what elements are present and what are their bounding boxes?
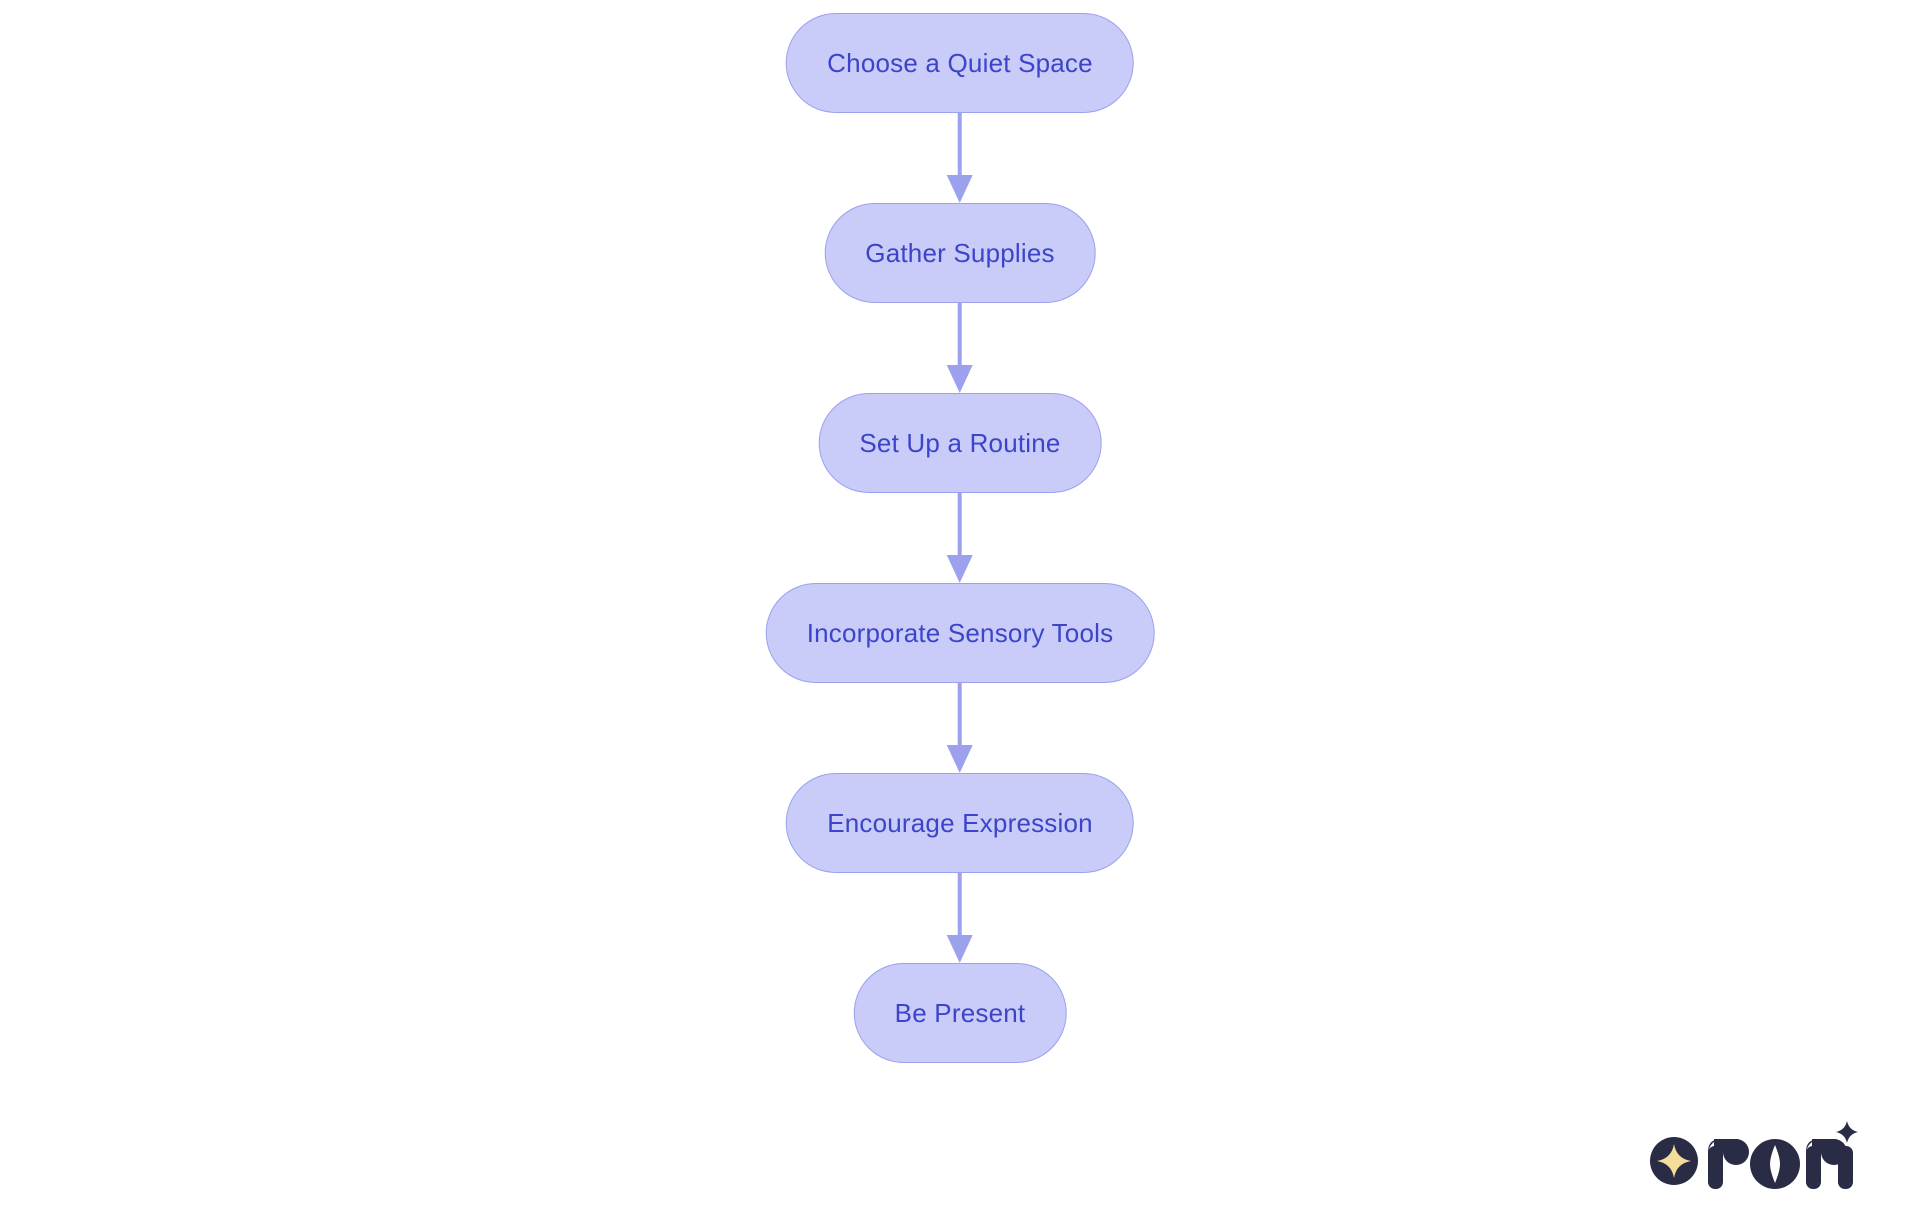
rori-wordmark [1708,1121,1858,1189]
flow-arrow-down-5 [946,873,973,963]
flow-node-set-up-routine: Set Up a Routine [818,393,1102,493]
arrow-head-icon [946,935,973,963]
flow-node-label: Gather Supplies [865,237,1055,268]
rori-logo [1650,1121,1858,1189]
arrow-shaft [957,683,962,745]
flow-node-be-present: Be Present [853,963,1067,1063]
flow-arrow-down-1 [946,113,973,203]
flow-node-label: Choose a Quiet Space [827,47,1093,78]
arrow-shaft [957,113,962,175]
flow-node-gather-supplies: Gather Supplies [824,203,1096,303]
flow-node-label: Be Present [894,997,1026,1028]
flow-node-choose-quiet-space: Choose a Quiet Space [786,13,1134,113]
arrow-head-icon [946,175,973,203]
flow-arrow-down-4 [946,683,973,773]
flowchart: Choose a Quiet Space Gather Supplies Set… [765,13,1155,1063]
flow-node-incorporate-sensory-tools: Incorporate Sensory Tools [765,583,1155,683]
arrow-shaft [957,303,962,365]
arrow-shaft [957,873,962,935]
flow-arrow-down-2 [946,303,973,393]
arrow-shaft [957,493,962,555]
arrow-head-icon [946,555,973,583]
flow-node-label: Set Up a Routine [859,427,1061,458]
arrow-head-icon [946,365,973,393]
flow-node-encourage-expression: Encourage Expression [786,773,1134,873]
arrow-head-icon [946,745,973,773]
flow-node-label: Encourage Expression [827,807,1093,838]
sparkle-in-circle-icon [1650,1137,1698,1185]
flow-arrow-down-3 [946,493,973,583]
flow-node-label: Incorporate Sensory Tools [806,617,1114,648]
